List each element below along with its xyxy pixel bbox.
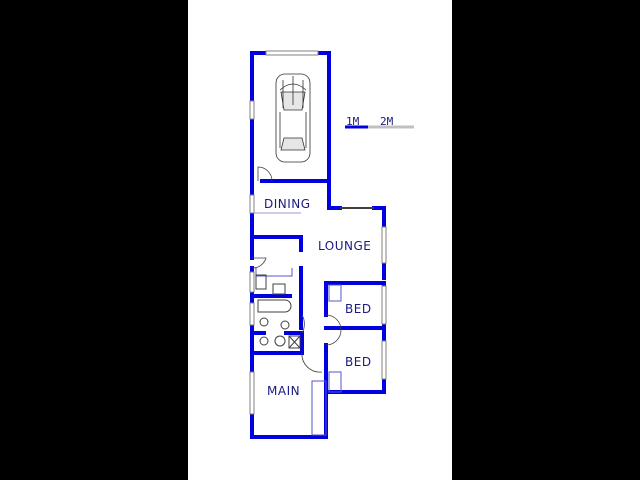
- door-kitchen: [251, 257, 267, 269]
- window-main: [249, 371, 255, 415]
- scale-bar: 1M 2M: [345, 115, 414, 129]
- basin-2: [280, 320, 290, 330]
- room-labels: DINING LOUNGE BED BED MAIN: [264, 197, 372, 398]
- door-main: [301, 352, 323, 373]
- scale-label-1m: 1M: [346, 115, 360, 128]
- window-bath: [249, 302, 255, 326]
- label-dining: DINING: [264, 197, 311, 211]
- car-icon: [275, 73, 311, 163]
- basin: [274, 335, 286, 347]
- window-dining: [249, 194, 255, 214]
- doors: [251, 166, 342, 373]
- label-main: MAIN: [267, 384, 300, 398]
- window-garage-top: [265, 50, 319, 56]
- toilet-2: [259, 336, 269, 346]
- kitchen-sink: [255, 274, 267, 290]
- closet-main: [311, 380, 327, 436]
- window-kitchen: [249, 271, 255, 293]
- door-bath: [301, 314, 305, 334]
- window-bed2: [381, 340, 387, 380]
- floorplan-sheet: [188, 0, 452, 480]
- kitchen-counter: [255, 268, 293, 277]
- windows: [249, 50, 387, 415]
- scale-label-2m: 2M: [380, 115, 394, 128]
- door-bed1: [325, 314, 342, 346]
- window-garage-left: [249, 100, 255, 120]
- label-bed1: BED: [345, 302, 372, 316]
- window-bed1: [381, 285, 387, 325]
- bathtub: [257, 299, 292, 313]
- label-bed2: BED: [345, 355, 372, 369]
- shower: [288, 335, 301, 349]
- stove: [272, 283, 286, 295]
- closet-bed2: [328, 371, 342, 393]
- toilet-1: [259, 317, 269, 327]
- fixtures: [254, 212, 342, 436]
- closet-bed1: [328, 284, 342, 302]
- door-garage: [257, 166, 273, 182]
- label-lounge: LOUNGE: [318, 239, 371, 253]
- window-lounge: [381, 226, 387, 264]
